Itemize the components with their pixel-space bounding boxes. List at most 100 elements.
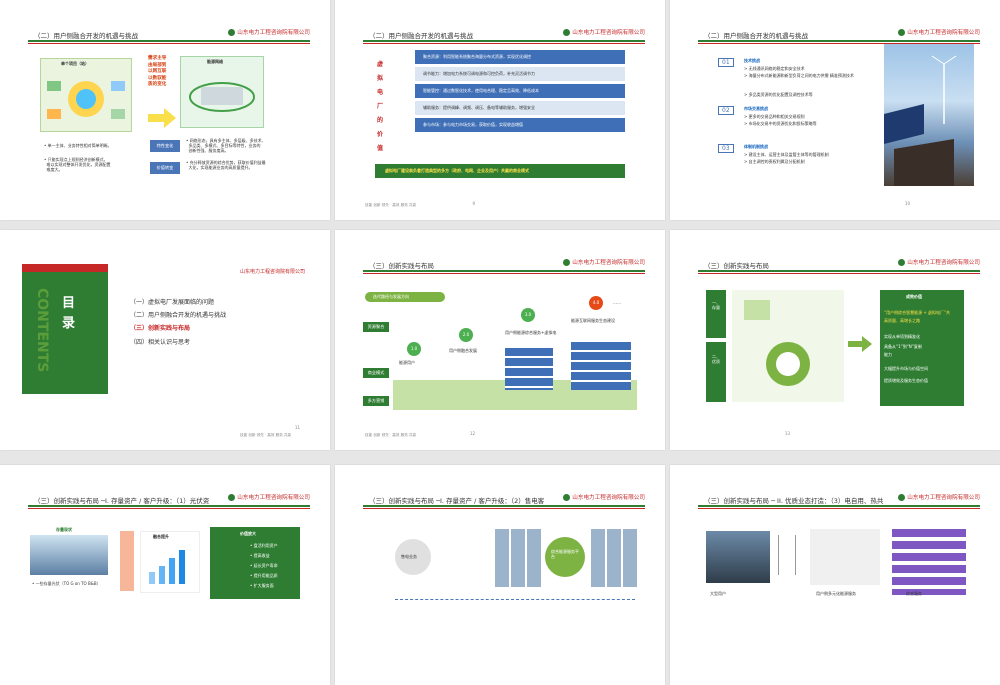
challenge-line: > 建设主体、运营主体及监管主体等的管理机制 — [744, 152, 829, 157]
single-project-bullet-1: • 单一主体、业务特性相对简单明晰。 — [44, 143, 112, 148]
slide-header: （二）用户侧融合开发的机遇与挑战 山东电力工程咨询院有限公司 — [6, 6, 324, 44]
toc-side-panel: 目录 CONTENTS — [22, 264, 108, 394]
page-number: 11 — [294, 425, 300, 430]
flow-diagram — [732, 290, 844, 402]
stage-1: 1.0 — [407, 342, 421, 356]
column-4: 能源互联网服务生态建设 — [571, 318, 615, 323]
column-2: 用户侧融合发展 — [449, 348, 477, 353]
page-number: 13 — [784, 431, 790, 436]
arrow-right-icon — [148, 108, 176, 128]
energy-network-diagram: 能源网络 — [180, 56, 264, 128]
slide-title: （二）用户侧融合开发的机遇与挑战 — [704, 32, 808, 40]
slide-thumbnail-6[interactable]: （三）创新实践与布局 山东电力工程咨询院有限公司 一、存量 二、优质 成效价值 … — [670, 230, 1000, 450]
value-line: 大幅提升市场与价值空间 — [884, 366, 928, 371]
slide-header: （三）创新实践与布局 山东电力工程咨询院有限公司 — [676, 236, 994, 274]
company-logo: 山东电力工程咨询院有限公司 — [563, 493, 645, 501]
toc-item-2[interactable]: （二）用户侧融合开发的机遇与挑战 — [130, 312, 227, 320]
value-line: 高质量、高增长之路 — [884, 318, 920, 323]
challenge-number-1: 01 — [718, 58, 734, 68]
bottom-label: 用户侧多元化能源服务 — [816, 591, 856, 596]
challenge-number-3: 03 — [718, 144, 734, 154]
slide-thumbnail-3[interactable]: （二）用户侧融合开发的机遇与挑战 山东电力工程咨询院有限公司 01 技术挑战 >… — [670, 0, 1000, 220]
left-tag-1: 一、存量 — [706, 290, 726, 338]
left-tag-2: 二、优质 — [706, 342, 726, 402]
slide-thumbnail-9[interactable]: （三）创新实践与布局 ─ II. 优质业态打造：（3）电自用、热共 山东电力工程… — [670, 465, 1000, 685]
challenge-heading-3: 体制机制挑战 — [744, 144, 768, 149]
single-project-diagram: 单个项目（站） — [40, 58, 132, 132]
stage-2: 2.0 — [459, 328, 473, 342]
value-row-3: 智能管控：通过数智化技术，使用电合理、稳定且高效、降低成本 — [423, 88, 539, 93]
slide-thumbnail-2[interactable]: （二）用户侧融合开发的机遇与挑战 山东电力工程咨询院有限公司 虚拟电厂的价值 聚… — [335, 0, 665, 220]
value-expand-line: • 盘活利用资产 — [250, 543, 278, 548]
slide-title: （二）用户侧融合开发的机遇与挑战 — [369, 32, 473, 40]
value-line: 实现从单项到精准化 — [884, 334, 920, 339]
devices-photo — [810, 529, 880, 585]
blocks-col — [571, 342, 631, 390]
photo-grid — [591, 529, 637, 587]
toc-item-3-current[interactable]: （三）创新实践与布局 — [130, 325, 191, 333]
energy-photo — [884, 44, 974, 186]
company-logo: 山东电力工程咨询院有限公司 — [563, 258, 645, 266]
challenge-line: > 更多的交易品种和相关交易规则 — [744, 114, 805, 119]
stage-3: 3.0 — [521, 308, 535, 322]
slide-thumbnail-1[interactable]: （二）用户侧融合开发的机遇与挑战 山东电力工程咨询院有限公司 单个项目（站） 需… — [0, 0, 330, 220]
tower-icon — [778, 535, 796, 575]
company-logo: 山东电力工程咨询院有限公司 — [228, 28, 310, 36]
page-number: 12 — [469, 431, 475, 436]
single-project-heading: 单个项目（站） — [61, 61, 89, 66]
slide-header: （二）用户侧融合开发的机遇与挑战 山东电力工程咨询院有限公司 — [676, 6, 994, 44]
energy-network-heading: 能源网络 — [207, 59, 223, 64]
more-ellipsis: …… — [613, 300, 621, 305]
value-expand-panel: 价值放大 • 盘活利用资产 • 提高收益 • 延长资产寿命 • 提升用能品质 •… — [210, 527, 300, 599]
challenge-line: > 市场化交易中的资源优化和投标策略等 — [744, 121, 817, 126]
blocks-col — [505, 348, 553, 390]
slide-thumbnail-7[interactable]: （三）创新实践与布局 ─I. 存量资产 / 客户升级：（1）光伏资 山东电力工程… — [0, 465, 330, 685]
slide-footer: 技能 创新 领先 · 高效 服务 共赢 — [240, 433, 292, 437]
existing-pv-photo: 存量现状 — [30, 527, 108, 575]
path-banner: 迭代路径与发展方向 — [365, 292, 445, 302]
value-panel-heading: 成效价值 — [906, 294, 922, 299]
plant-photo — [706, 531, 770, 583]
challenge-line: > 海量分布式新能源和新型负荷之间的电力供需 精准预测技术 — [744, 73, 854, 78]
slide-header: （三）创新实践与布局 ─ II. 优质业态打造：（3）电自用、热共 山东电力工程… — [676, 471, 994, 509]
value-line: 具备从“1”到“N”复制 — [884, 344, 922, 349]
slide-title: （三）创新实践与布局 ─ II. 优质业态打造：（3）电自用、热共 — [704, 497, 884, 505]
row-label-business: 商业模式 — [363, 368, 389, 378]
upgrade-panel — [120, 531, 134, 591]
challenge-line: > 自主调控的责权利属及分配机制 — [744, 159, 805, 164]
page-number: 10 — [904, 201, 910, 206]
toc-item-1[interactable]: （一）虚拟电厂发展面临的问题 — [130, 299, 215, 306]
slide-header: （三）创新实践与布局 ─I. 存量资产 / 客户升级：（1）光伏资 山东电力工程… — [6, 471, 324, 509]
network-text-2: • 充分释放资源的综合优势，获取价值利益最 大化，实现能源业务的高质量提升。 — [186, 160, 266, 171]
photo-label: 存量现状 — [56, 527, 72, 532]
slide-header: （三）创新实践与布局 山东电力工程咨询院有限公司 — [341, 236, 659, 274]
vpp-banner: 虚拟电厂建设肩负着打造典型的多方（政府、电网、企业及用户）共赢的商业模式 — [375, 164, 625, 178]
value-expand-line: • 提高收益 — [250, 553, 270, 558]
company-logo: 山东电力工程咨询院有限公司 — [563, 28, 645, 36]
toc-side-english: CONTENTS — [34, 288, 50, 373]
value-row-1: 聚合资源：利用智能系统聚合海量分布式资源，实现优化调控 — [423, 54, 531, 59]
photo-grid — [495, 529, 541, 587]
slide-footer: 技能 创新 领先 · 高效 服务 共赢 — [365, 433, 417, 437]
value-line: 能力 — [884, 352, 892, 357]
existing-note: • 一些存量光伏（TO G on TO B&B） — [32, 581, 101, 586]
slide-thumbnail-4[interactable]: 目录 CONTENTS 山东电力工程咨询院有限公司 （一）虚拟电厂发展面临的问题… — [0, 230, 330, 450]
toc-side-title: 目录 — [62, 296, 76, 331]
row-label-marketing: 多方营销 — [363, 396, 389, 406]
challenge-line: > 多品类资源的优化配置及调控技术等 — [744, 92, 813, 97]
value-change-tag: 价值转变 — [150, 162, 180, 174]
challenge-line: > 无线通讯网络的稳定和安全技术 — [744, 66, 805, 71]
slide-thumbnail-8[interactable]: （三）创新实践与布局 ─I. 存量资产 / 客户升级：（2）售电客 山东电力工程… — [335, 465, 665, 685]
column-1: 能源用户 — [399, 360, 415, 365]
challenge-number-2: 02 — [718, 106, 734, 116]
sales-circle: 售电业务 — [395, 539, 431, 575]
single-project-bullet-2: • 只能实现点上规则经济创新模式， 难以实现对整体开发优化，资源配置 难度大。 — [44, 157, 111, 173]
company-logo: 山东电力工程咨询院有限公司 — [898, 493, 980, 501]
slide-thumbnail-5[interactable]: （三）创新实践与布局 山东电力工程咨询院有限公司 迭代路径与发展方向 资源聚合 … — [335, 230, 665, 450]
network-text-1: • 网络形态，具有多主体、多层级、多技术、 多品类、多模式、多目标等特性，业务的… — [186, 138, 266, 154]
toc-item-4[interactable]: （四）相关认识与思考 — [130, 338, 191, 346]
value-row-5: 参与市场：参与电力市场交易，获取价值，实现收益增值 — [423, 122, 523, 127]
fusion-label: 融合提升 — [153, 534, 169, 539]
value-expand-heading: 价值放大 — [240, 531, 256, 536]
value-expand-line: • 提升用能品质 — [250, 573, 278, 578]
